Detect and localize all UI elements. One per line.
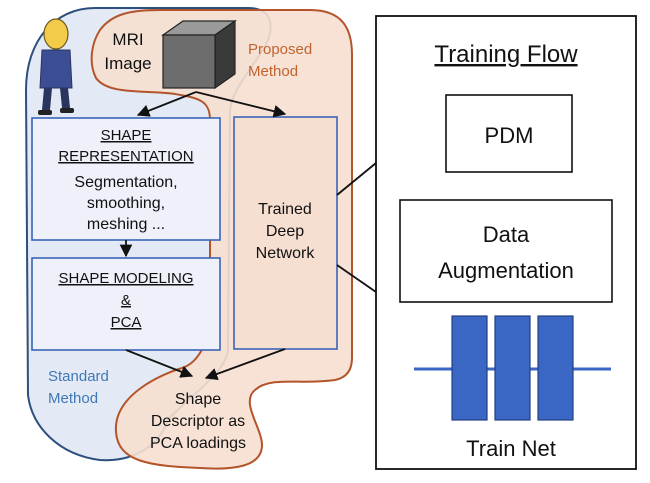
arrow-modeling-to-descriptor [125,349,194,378]
shape-modeling-box [31,257,221,351]
flow-arrows [119,91,287,381]
person-icon [38,18,74,115]
shape-modeling-title-line-3: PCA [111,314,142,331]
train-net-block-2 [494,315,531,421]
trained-network-label-line-1: Trained [258,201,312,218]
shape-representation-body-line-3: meshing ... [87,216,165,233]
train-net-block-3 [537,315,574,421]
standard-label-line-1: Standard [48,368,109,385]
arrow-mri-to-network [195,91,287,118]
shape-representation-title-line-1: SHAPE [101,127,152,144]
train-net-icon [414,315,611,421]
standard-label-line-2: Method [48,390,98,407]
train-net-block-1 [451,315,488,421]
mri-label-line-2: Image [104,54,151,73]
arrow-mri-to-representation [136,91,197,117]
mri-label: MRI Image [104,30,151,73]
shape-modeling-title-line-1: SHAPE MODELING [58,270,193,287]
shape-representation-title-line-2: REPRESENTATION [58,148,193,165]
proposed-label-line-1: Proposed [248,41,312,58]
shape-modeling-title: SHAPE MODELING & PCA [58,270,193,331]
pdm-box [445,94,573,173]
pdm-label: PDM [485,123,534,148]
data-augmentation-label-line-1: Data [483,222,530,247]
shape-representation-body-line-1: Segmentation, [74,174,177,191]
connector-lines [336,162,377,293]
shape-representation-body: Segmentation, smoothing, meshing ... [74,174,177,233]
shape-descriptor-label-line-2: Descriptor as [151,413,245,430]
shape-representation-title: SHAPE REPRESENTATION [58,127,193,165]
trained-network-box [233,116,338,350]
shape-representation-body-line-2: smoothing, [87,195,165,212]
data-augmentation-label-line-2: Augmentation [438,258,574,283]
proposed-label-line-2: Method [248,63,298,80]
data-augmentation-box [399,199,613,303]
trained-network-label-line-3: Network [256,245,316,262]
shape-representation-box [31,117,221,241]
shape-modeling-title-line-2: & [121,292,131,309]
shape-descriptor-label-line-1: Shape [175,391,221,408]
mri-cube-icon [161,19,237,90]
mri-label-line-1: MRI [112,30,143,49]
arrow-network-to-descriptor [204,348,286,381]
training-flow-title: Training Flow [434,41,578,68]
shape-descriptor-label-line-3: PCA loadings [150,435,246,452]
train-net-label: Train Net [466,436,556,461]
trained-network-label-line-2: Deep [266,223,304,240]
